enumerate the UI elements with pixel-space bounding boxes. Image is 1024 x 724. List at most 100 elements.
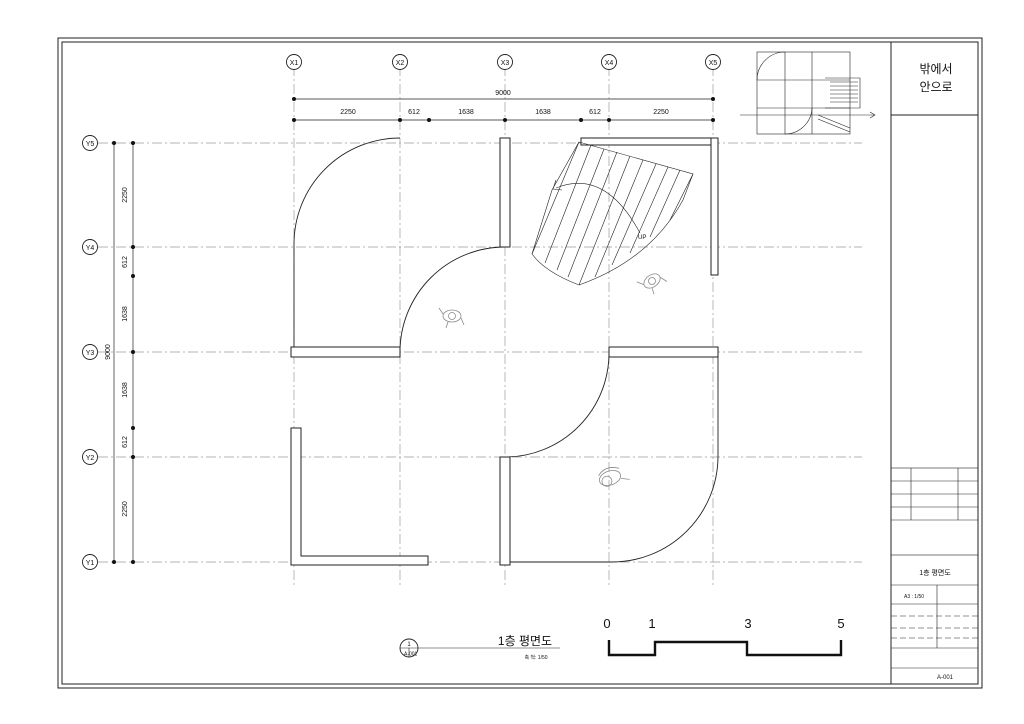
person-figure-3 (598, 467, 630, 487)
dim-dot (711, 97, 715, 101)
sheet-inner-border (61, 41, 979, 685)
stair-tread (611, 163, 657, 266)
grid-bubble-y5 (82, 135, 98, 151)
grid-bubble-x4-label: X4 (605, 60, 614, 67)
curved-wall-top-left (293, 137, 401, 348)
stair-tread (594, 159, 644, 278)
grid-bubble-y4-label: Y4 (86, 245, 95, 252)
dim-text-x: 2250 (340, 109, 356, 116)
drawing-tag-number: 1 (407, 642, 411, 648)
dim-dot (112, 141, 116, 145)
project-name-line1: 밖에서 (919, 62, 952, 76)
dim-text-y: 2250 (122, 501, 129, 517)
grid-lines (98, 66, 862, 585)
dim-text-x: 612 (589, 109, 601, 116)
sheet-outer-border (57, 37, 983, 689)
walls (290, 137, 719, 566)
dim-dot (131, 141, 135, 145)
scale-bar-label: 3 (744, 616, 751, 631)
grid-bubbles-x: X1 X2 X3 X4 X5 (286, 54, 721, 70)
dim-dot (292, 97, 296, 101)
stair-direction-arrow (555, 183, 641, 234)
grid-bubble-y5-label: Y5 (86, 141, 95, 148)
curved-wall-center-upper (399, 246, 506, 353)
grid-bubble-y3 (82, 344, 98, 360)
title-block-scale: A3 : 1/50 (904, 594, 924, 600)
grid-bubble-x3 (497, 54, 513, 70)
scale-bar-label: 1 (648, 616, 655, 631)
dim-dot (131, 426, 135, 430)
dim-dot (292, 118, 296, 122)
grid-bubble-x1-label: X1 (290, 60, 299, 67)
scale-bar-line (607, 640, 843, 657)
dim-dot (398, 118, 402, 122)
wall-x3-top (499, 137, 511, 248)
dim-text-x: 1638 (535, 109, 551, 116)
dim-dot (427, 118, 431, 122)
stair-tread (567, 151, 618, 278)
scale-bar-label: 0 (603, 616, 610, 631)
dim-dot (579, 118, 583, 122)
dim-dot (131, 350, 135, 354)
dimensions-vertical: 9000 2250 612 1638 1638 612 2250 (105, 141, 135, 564)
dim-dot (607, 118, 611, 122)
title-block: 밖에서 안으로 1층 평면도 A3 : 1/50 A-001 (890, 62, 979, 681)
dim-dot (131, 245, 135, 249)
curved-wall-bottom-right (509, 357, 719, 563)
drawing-title: 1층 평면도 (498, 634, 552, 648)
drawing-tag-sheet: A-001 (404, 652, 418, 658)
dim-text-y: 1638 (122, 382, 129, 398)
stair-tread (556, 148, 605, 271)
grid-bubble-y2-label: Y2 (86, 455, 95, 462)
stair-tread (544, 144, 592, 264)
scale-bar: 0 1 3 5 (603, 616, 845, 657)
dim-text-x: 612 (408, 109, 420, 116)
drawing-scale: 축 척: 1/50 (524, 654, 547, 661)
grid-bubbles-y: Y5 Y4 Y3 Y2 Y1 (82, 135, 98, 570)
stair-outline (531, 141, 694, 286)
grid-bubble-x5-label: X5 (709, 60, 718, 67)
grid-bubble-x2-label: X2 (396, 60, 405, 67)
dim-text-y: 612 (122, 436, 129, 448)
dim-text-x: 2250 (653, 109, 669, 116)
grid-bubble-y4 (82, 239, 98, 255)
grid-bubble-y2 (82, 449, 98, 465)
dim-text-x: 1638 (458, 109, 474, 116)
project-name-line2: 안으로 (919, 80, 952, 94)
drawing-tag: 1 A-001 1층 평면도 축 척: 1/50 (399, 634, 560, 661)
grid-bubble-x5 (705, 54, 721, 70)
dim-dot (112, 560, 116, 564)
wall-x3-bottom (499, 456, 511, 566)
dim-text-y: 2250 (122, 187, 129, 203)
wall-y3-left (290, 346, 401, 358)
grid-bubble-x2 (392, 54, 408, 70)
key-plan (740, 51, 876, 135)
dim-text-total-x: 9000 (495, 90, 511, 97)
stair-arrowhead (552, 179, 563, 191)
stair-tread (649, 169, 681, 238)
dim-text-y: 612 (122, 256, 129, 268)
dim-text-total-y: 9000 (105, 344, 112, 360)
wall-top-right-top (580, 137, 719, 146)
title-block-drawing-title: 1층 평면도 (919, 568, 951, 577)
grid-bubble-y3-label: Y3 (86, 350, 95, 357)
dim-dot (131, 274, 135, 278)
wall-top-right-side (710, 137, 719, 276)
grid-bubble-y1-label: Y1 (86, 560, 95, 567)
dimensions-horizontal: 9000 2250 612 1638 1638 612 2250 (292, 90, 715, 122)
person-figure-2 (636, 273, 668, 295)
curved-wall-center-lower (504, 351, 610, 458)
curved-stair: UP (531, 141, 694, 286)
dim-dot (131, 560, 135, 564)
person-figure-1 (438, 307, 465, 329)
stair-tread (578, 155, 631, 286)
stair-tread (531, 141, 580, 255)
grid-bubble-y1 (82, 554, 98, 570)
dim-dot (131, 455, 135, 459)
dim-text-y: 1638 (122, 306, 129, 322)
stair-tread (669, 173, 694, 221)
scale-bar-label: 5 (837, 616, 844, 631)
grid-bubble-x1 (286, 54, 302, 70)
grid-bubble-x3-label: X3 (501, 60, 510, 67)
